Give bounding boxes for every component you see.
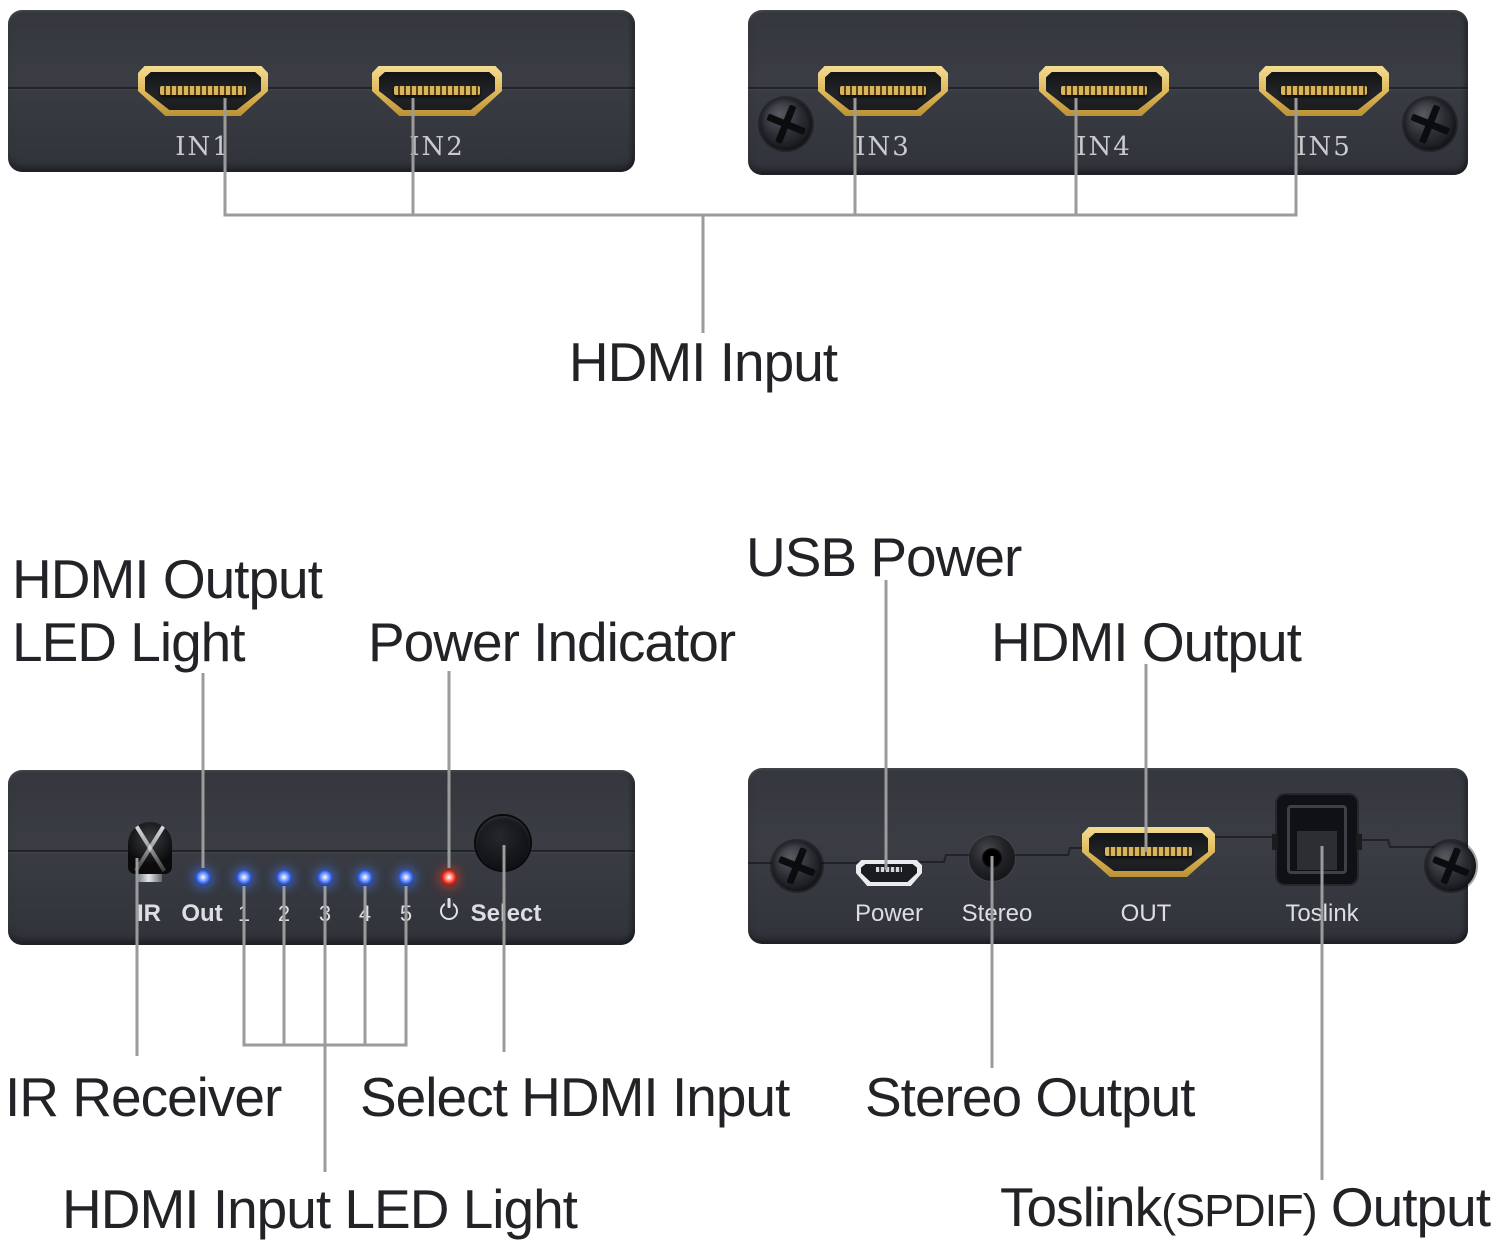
power-icon (440, 902, 458, 920)
led-label-3: 3 (318, 901, 332, 926)
caption-ir-receiver: IR Receiver (5, 1066, 282, 1128)
input-panel-right: IN3 IN4 IN5 (748, 10, 1468, 175)
screw-icon (1404, 98, 1456, 150)
hdmi-port-tongue (1281, 86, 1367, 95)
select-button (476, 816, 530, 870)
caption-toslink-part1: Toslink (999, 1176, 1162, 1238)
hdmi-port-tongue (840, 86, 926, 95)
output-led (195, 870, 211, 886)
panel-seam (8, 87, 635, 89)
select-label: Select (470, 900, 542, 927)
front-panel: IR Out 1 2 3 4 5 Select (8, 770, 635, 945)
led-label-1: 1 (237, 901, 251, 926)
stereo-port-label: Stereo (961, 900, 1033, 927)
usb-port-hole (861, 864, 917, 882)
led-label-5: 5 (399, 901, 413, 926)
input-led-1 (236, 870, 252, 886)
toslink-port-window (1297, 831, 1337, 870)
caption-toslink-output: Toslink(SPDIF) Output (999, 1176, 1491, 1242)
hdmi-port-tongue (394, 86, 480, 95)
hdmi-port-tongue (1061, 86, 1147, 95)
toslink-port (1272, 795, 1362, 884)
screw-icon (772, 841, 822, 891)
stereo-jack (969, 835, 1015, 881)
power-led (441, 870, 457, 886)
caption-hdmi-output-led-line2: LED Light (12, 611, 246, 673)
input-led-3 (317, 870, 333, 886)
port-label-in5: IN5 (1296, 132, 1352, 162)
out-label: Out (181, 900, 223, 927)
caption-toslink-part2: (SPDIF) (1161, 1185, 1317, 1236)
caption-hdmi-output: HDMI Output (991, 611, 1302, 673)
micro-usb-port (856, 860, 922, 886)
input-led-2 (276, 870, 292, 886)
led-label-2: 2 (277, 901, 291, 926)
port-label-in1: IN1 (175, 132, 231, 162)
port-label-in3: IN3 (855, 132, 911, 162)
screw-icon (1426, 841, 1476, 891)
hdmi-port-in2 (372, 66, 502, 116)
back-panel: Power Stereo OUT Toslink (748, 768, 1476, 944)
panel-seam (8, 850, 635, 852)
caption-hdmi-output-led-line1: HDMI Output (12, 548, 323, 610)
screw-icon (760, 98, 812, 150)
hdmi-port-tongue (1104, 847, 1193, 856)
caption-select-hdmi-input: Select HDMI Input (360, 1066, 790, 1128)
ir-receiver-dome (128, 822, 172, 874)
caption-usb-power: USB Power (746, 526, 1022, 588)
out-port-label: OUT (1120, 900, 1172, 927)
caption-power-indicator: Power Indicator (368, 611, 736, 673)
hdmi-port-in5 (1259, 66, 1389, 116)
hdmi-port-in3 (818, 66, 948, 116)
hdmi-port-in4 (1039, 66, 1169, 116)
caption-stereo-output: Stereo Output (865, 1066, 1195, 1128)
caption-hdmi-input-led-light: HDMI Input LED Light (62, 1178, 578, 1240)
usb-port-pins (875, 867, 903, 872)
toslink-port-label: Toslink (1285, 900, 1359, 927)
ir-receiver (128, 822, 172, 884)
input-led-5 (398, 870, 414, 886)
caption-hdmi-input: HDMI Input (568, 331, 838, 393)
input-led-4 (357, 870, 373, 886)
led-label-4: 4 (358, 901, 372, 926)
toslink-port-inner (1287, 805, 1347, 874)
hdmi-port-out (1082, 827, 1215, 877)
power-port-label: Power (854, 900, 924, 927)
hdmi-port-tongue (160, 86, 246, 95)
input-panel-left: IN1 IN2 (8, 10, 635, 172)
hdmi-port-in1 (138, 66, 268, 116)
caption-hdmi-output-led: HDMI Output LED Light (12, 548, 323, 674)
port-label-in2: IN2 (409, 132, 465, 162)
port-label-in4: IN4 (1076, 132, 1132, 162)
caption-toslink-part3: Output (1316, 1176, 1491, 1238)
ir-label: IR (137, 900, 161, 927)
stereo-jack-hole (982, 848, 1002, 868)
